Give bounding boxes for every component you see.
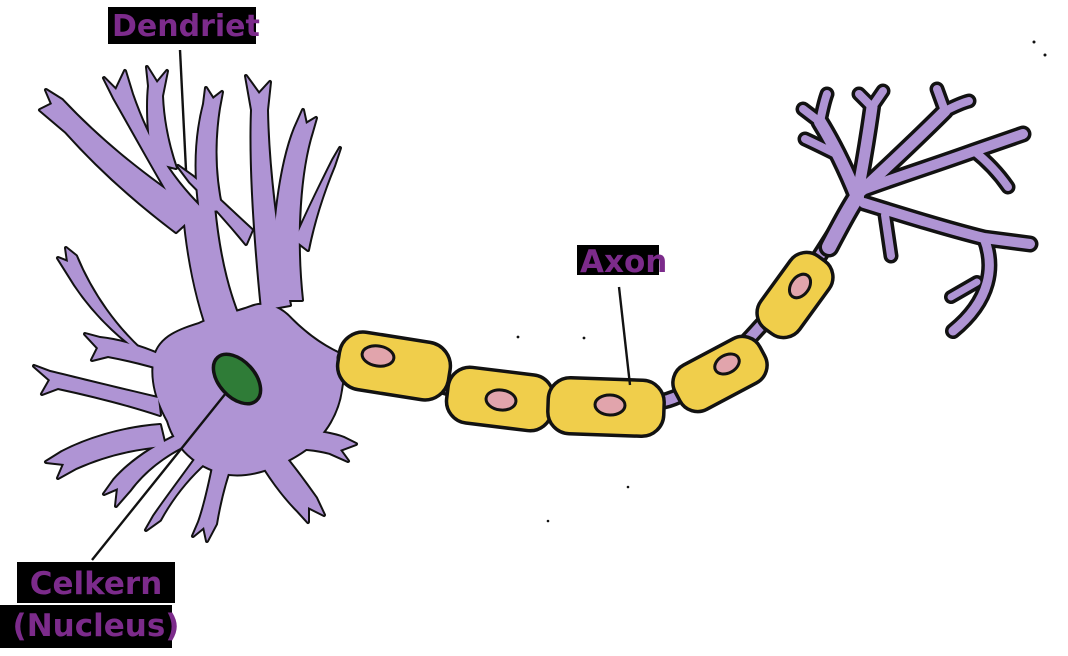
nucleus-pointer-line [91,392,227,561]
myelin-segment [335,330,453,402]
axon-pointer-line [617,286,632,386]
schwann-nucleus [593,393,627,417]
schwann-nuclei [360,272,813,417]
label-dendrite: Dendriet [108,7,260,45]
label-nucleus: Celkern (Nucleus) [0,562,192,648]
label-nucleus-bg-line2 [0,605,172,648]
cell-nucleus [211,352,263,406]
label-axon-text: Axon [580,244,668,280]
schwann-nucleus [360,344,396,368]
label-nucleus-bg-line1 [17,562,175,603]
ink-specks [516,40,1047,523]
schwann-nucleus [713,352,741,376]
label-dendrite-text: Dendriet [112,9,260,44]
schwann-nucleus [787,272,813,300]
label-nucleus-text-line1: Celkern [29,566,163,602]
label-axon-bg [577,245,659,275]
axon-terminal-outline [803,89,1030,331]
label-axon: Axon [577,244,668,280]
dendrite-pointer-line [178,49,188,171]
label-dendrite-bg [108,7,256,44]
schwann-nucleus [484,388,518,412]
myelin-sheath [335,250,835,439]
label-nucleus-text-line2: (Nucleus) [12,608,180,644]
soma-dendrites-fill [34,67,356,541]
